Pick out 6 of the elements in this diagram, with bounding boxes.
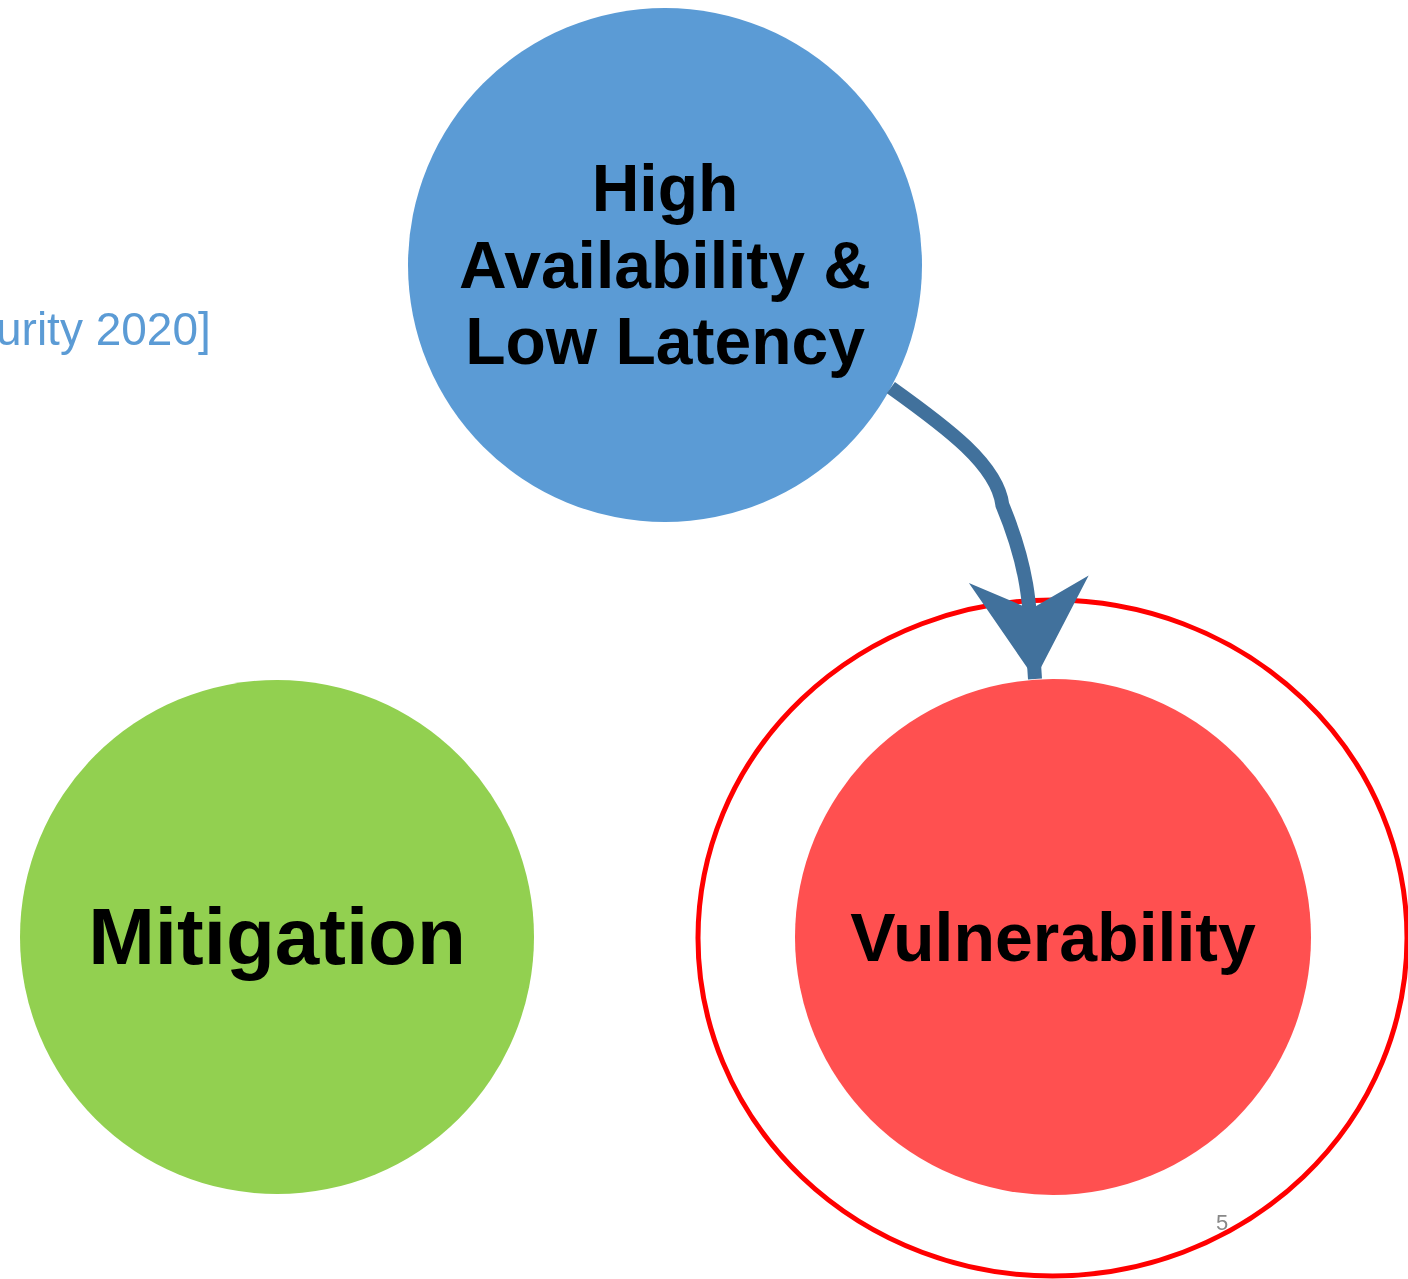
page-number: 5 <box>1216 1210 1229 1236</box>
arrow <box>886 381 1089 680</box>
node-label: High Availability & Low Latency <box>458 150 872 380</box>
ring-outline <box>695 597 1408 1279</box>
node-label: Vulnerability <box>849 897 1257 977</box>
node-label: Mitigation <box>87 890 467 983</box>
